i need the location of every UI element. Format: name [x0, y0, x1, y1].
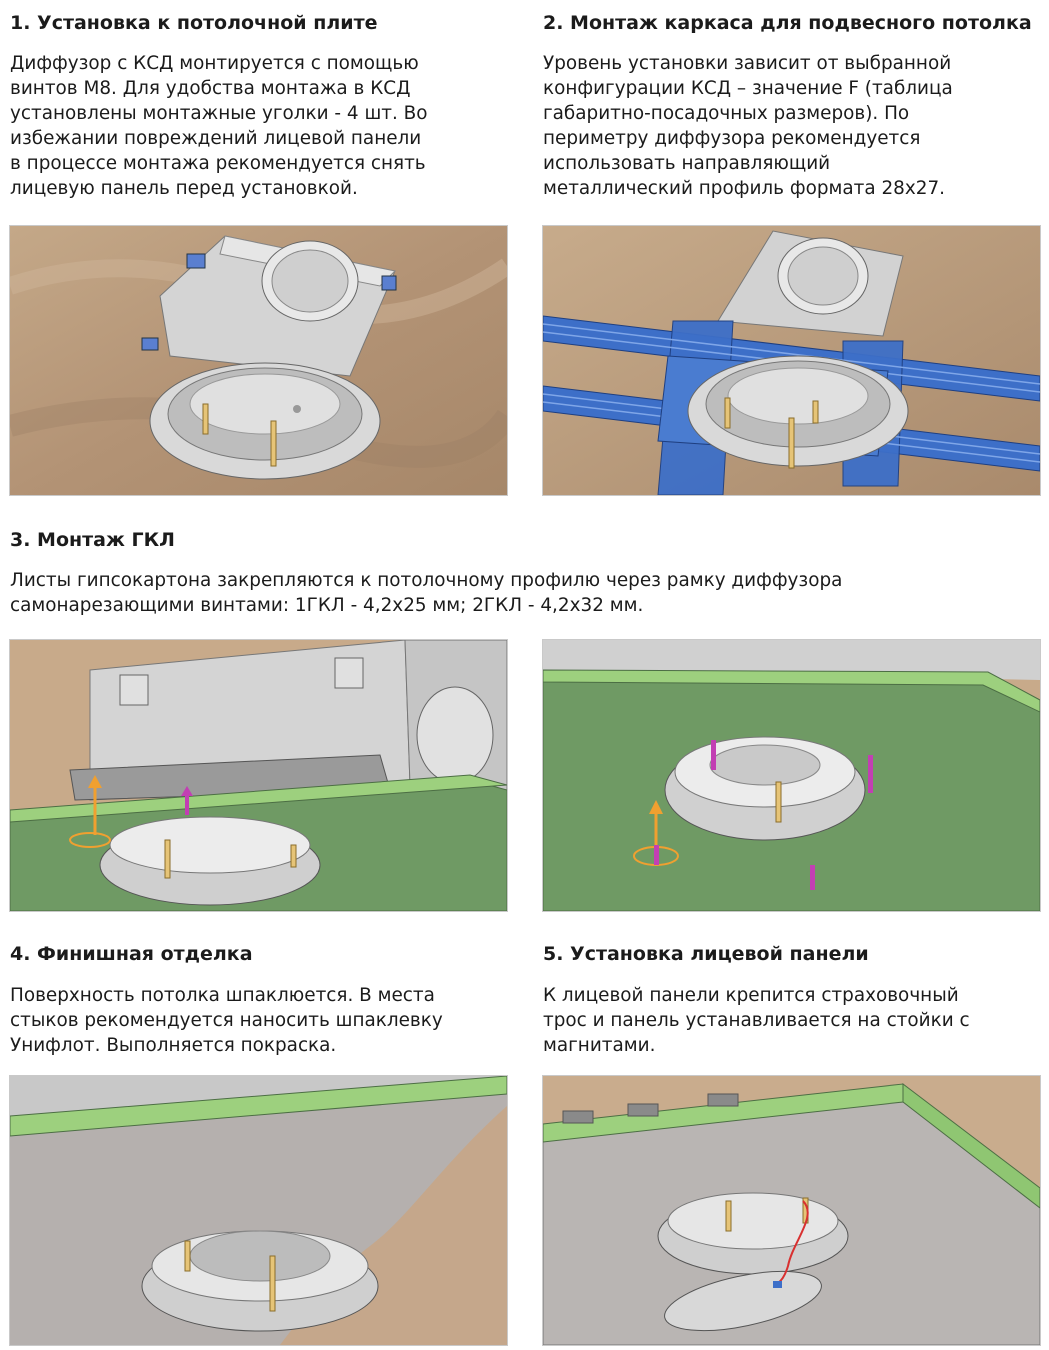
section-4-text: Поверхность потолка шпаклюется. В места … — [10, 985, 443, 1056]
figure-suspended-frame — [542, 225, 1041, 496]
section-1-heading: 1. Установка к потолочной плите — [10, 12, 378, 34]
figure-finish — [9, 1075, 508, 1346]
figure-gkl-mount-left — [9, 639, 508, 912]
section-4-heading: 4. Финишная отделка — [10, 943, 253, 965]
section-5-text: К лицевой панели крепится страховочный т… — [543, 985, 970, 1056]
section-5-heading: 5. Установка лицевой панели — [543, 943, 869, 965]
figure-ceiling-slab-mount — [9, 225, 508, 496]
section-1-text: Диффузор с КСД монтируется с помощью вин… — [10, 53, 428, 199]
section-2-heading: 2. Монтаж каркаса для подвесного потолка — [543, 12, 1032, 34]
section-3-heading: 3. Монтаж ГКЛ — [10, 529, 175, 551]
figure-face-panel — [542, 1075, 1041, 1346]
figure-gkl-mount-right — [542, 639, 1041, 912]
section-3-text: Листы гипсокартона закрепляются к потоло… — [10, 570, 843, 616]
section-2-text: Уровень установки зависит от выбранной к… — [543, 53, 953, 199]
